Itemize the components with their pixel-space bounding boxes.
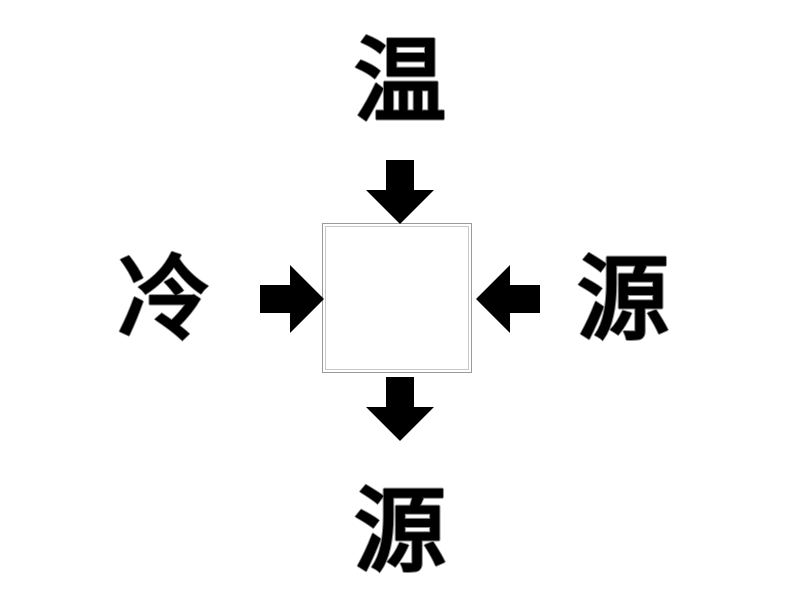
kanji-right: 源 [576,246,669,353]
kanji-left: 冷 [117,246,210,353]
arrow-right-icon [260,265,324,333]
kanji-top: 温 [353,28,446,135]
arrow-down-icon [366,377,434,441]
arrow-down-icon [366,160,434,224]
arrow-left-icon [476,265,540,333]
answer-box[interactable] [322,223,472,373]
kanji-bottom: 源 [353,478,446,585]
